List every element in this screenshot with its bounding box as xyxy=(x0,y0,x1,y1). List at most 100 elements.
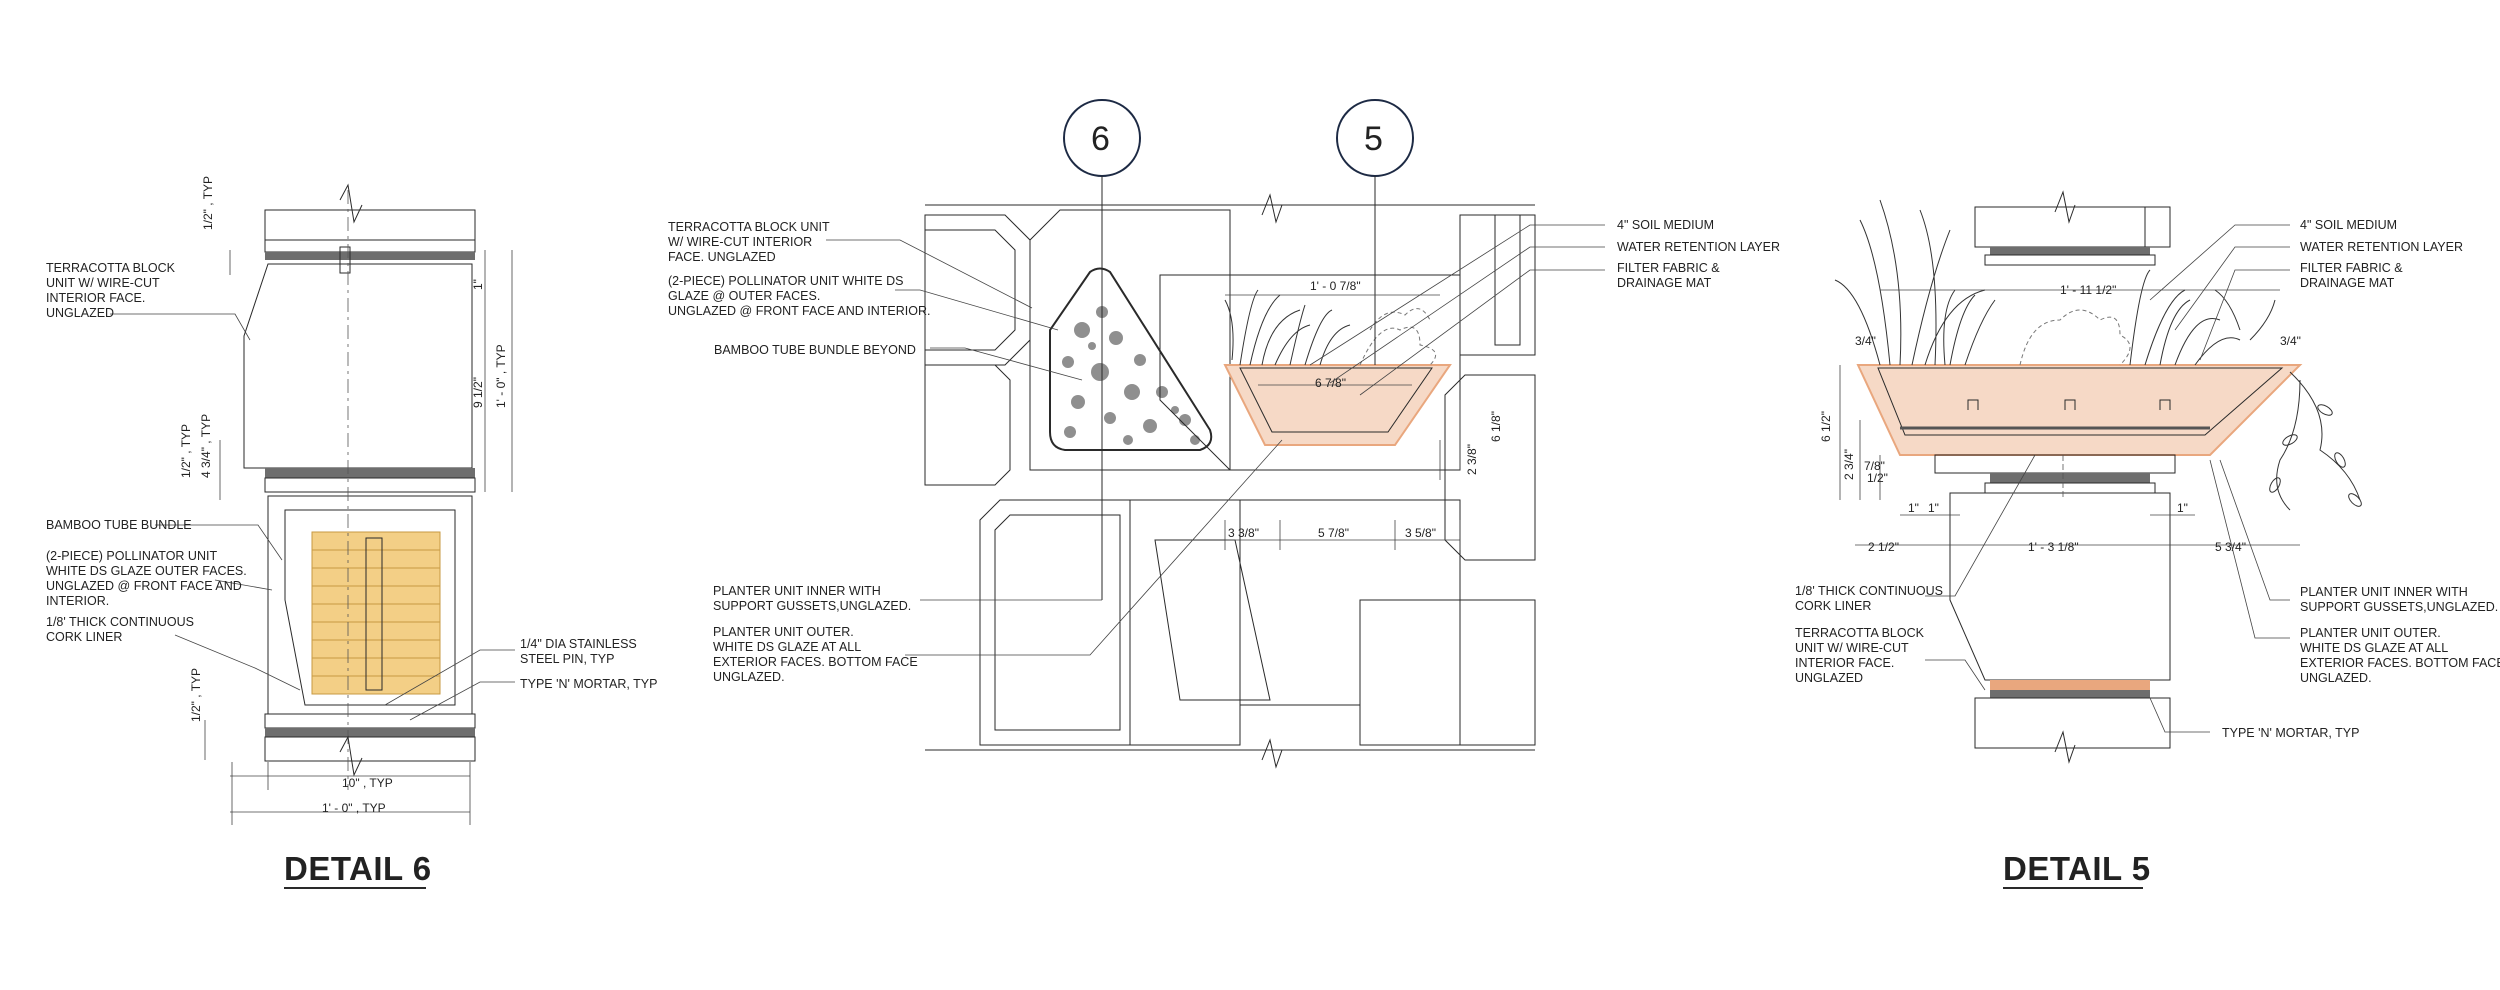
d5-label-tcb-2: UNIT W/ WIRE-CUT xyxy=(1795,641,1909,655)
d5-bot-mortar xyxy=(1990,680,2150,690)
plan-label-tcb-2: W/ WIRE-CUT INTERIOR xyxy=(668,235,812,249)
d6-mid-mortar xyxy=(265,468,475,478)
plan-label-outer-1: PLANTER UNIT OUTER. xyxy=(713,625,854,639)
d5-title: DETAIL 5 xyxy=(2003,850,2151,887)
plan-label-filter-2: DRAINAGE MAT xyxy=(1617,276,1712,290)
d6-dim-9half: 9 1/2" xyxy=(471,377,485,408)
d6-label-tcb-4: UNGLAZED xyxy=(46,306,114,320)
d6-label-bamboo: BAMBOO TUBE BUNDLE xyxy=(46,518,192,532)
d6-label-tcb-3: INTERIOR FACE. xyxy=(46,291,145,305)
plan-label-inner-2: SUPPORT GUSSETS,UNGLAZED. xyxy=(713,599,911,613)
plan-pollinator-cell xyxy=(1029,209,1231,471)
d6-dim-half-bot: 1/2" , TYP xyxy=(189,668,203,722)
plan-label-inner-1: PLANTER UNIT INNER WITH xyxy=(713,584,881,598)
d6-bamboo-lines xyxy=(312,549,440,677)
d5-dim-5-3-4: 5 3/4" xyxy=(2215,540,2246,554)
d6-tcb-body xyxy=(243,263,473,469)
bubble-5-label: 5 xyxy=(1364,120,1383,158)
d6-mid-band xyxy=(264,477,476,493)
d6-label-cork-2: CORK LINER xyxy=(46,630,122,644)
d5-label-cork-1: 1/8' THICK CONTINUOUS xyxy=(1795,584,1943,598)
plan-dim-6-1-8: 6 1/8" xyxy=(1489,411,1503,442)
plan-planter-inner xyxy=(1239,367,1433,433)
d5-label-mortar: TYPE 'N' MORTAR, TYP xyxy=(2222,726,2359,740)
plan-dim-5-7-8: 5 7/8" xyxy=(1318,526,1349,540)
d5-dim-1-11: 1' - 11 1/2" xyxy=(2060,283,2116,297)
d6-dim-1ft-bot: 1' - 0" , TYP xyxy=(322,801,386,815)
d6-bamboo-bundle xyxy=(311,531,441,695)
d6-dim-1: 1" xyxy=(471,279,485,290)
d5-label-water: WATER RETENTION LAYER xyxy=(2300,240,2463,254)
d5-dim-1b: 1" xyxy=(1928,501,1939,515)
d5-tcb-body xyxy=(1949,492,2171,681)
plan-label-tcb-1: TERRACOTTA BLOCK UNIT xyxy=(668,220,830,234)
d5-bot-block xyxy=(1974,697,2171,749)
plan-cell-left-top-inner xyxy=(925,229,1016,351)
plan-leaders xyxy=(826,224,1605,656)
d5-label-filter-1: FILTER FABRIC & xyxy=(2300,261,2403,275)
d6-dim-4-3-4: 4 3/4" , TYP xyxy=(199,414,213,478)
d5-label-tcb-4: UNGLAZED xyxy=(1795,671,1863,685)
d5-cap-band xyxy=(1934,454,2176,474)
d6-label-poll-1: (2-PIECE) POLLINATOR UNIT xyxy=(46,549,217,563)
plan-cell-bottom-left-inner xyxy=(994,514,1121,731)
plan-cell-right-lower xyxy=(1444,374,1536,561)
d5-label-outer-1: PLANTER UNIT OUTER. xyxy=(2300,626,2441,640)
bamboo-tubes xyxy=(1062,306,1200,445)
plan-label-water: WATER RETENTION LAYER xyxy=(1617,240,1780,254)
d5-cap-joint xyxy=(1990,473,2150,483)
d6-bottom-block xyxy=(264,736,476,762)
d6-dim-half-top: 1/2" , TYP xyxy=(201,176,215,230)
plan-terracotta-strip-right xyxy=(1494,214,1521,346)
plan-planter-cell xyxy=(1159,274,1461,471)
d6-top-cap xyxy=(264,209,476,241)
d6-stainless-pin xyxy=(365,537,383,691)
plan-cell-bottom-left xyxy=(979,499,1131,746)
d5-dim-3-4-l: 3/4" xyxy=(1855,334,1876,348)
d6-bottom-band xyxy=(264,713,476,729)
d5-dim-7-8: 7/8" xyxy=(1864,459,1885,473)
d6-label-poll-3: UNGLAZED @ FRONT FACE AND xyxy=(46,579,242,593)
plan-dim-3-3-8: 3 3/8" xyxy=(1228,526,1259,540)
d5-dim-1c: 1" xyxy=(2177,501,2188,515)
d5-label-cork-2: CORK LINER xyxy=(1795,599,1871,613)
plan-label-tcb-3: FACE. UNGLAZED xyxy=(668,250,776,264)
d6-top-joint xyxy=(265,252,475,260)
d5-label-inner-1: PLANTER UNIT INNER WITH xyxy=(2300,585,2468,599)
bubble-6-label: 6 xyxy=(1091,120,1110,158)
plan-cell-left-top xyxy=(924,214,1031,366)
d6-key xyxy=(339,246,351,274)
plan-label-poll-2: GLAZE @ OUTER FACES. xyxy=(668,289,820,303)
d5-gussets xyxy=(1967,399,2171,410)
d5-break-bot xyxy=(2054,730,2076,764)
d5-dim-6-1-2: 6 1/2" xyxy=(1819,411,1833,442)
d5-top-step xyxy=(2144,206,2171,248)
d5-label-filter-2: DRAINAGE MAT xyxy=(2300,276,2395,290)
plan-label-outer-2: WHITE DS GLAZE AT ALL xyxy=(713,640,861,654)
d5-plants xyxy=(1834,199,2276,366)
plan-terracotta-strip-left xyxy=(924,364,1011,486)
d6-dim-half-mid: 1/2" , TYP xyxy=(179,424,193,478)
d6-label-poll-4: INTERIOR. xyxy=(46,594,109,608)
d6-label-tcb-1: TERRACOTTA BLOCK xyxy=(46,261,176,275)
d5-bot-joint xyxy=(1990,690,2150,698)
plan-break-bot xyxy=(1261,738,1283,769)
d5-planter-outer xyxy=(1856,364,2303,456)
plan-cell-bottom-right-inner xyxy=(1359,599,1536,746)
center-plan: 6 5 1' - 0 7/8" 6 7/8" 6 1/8" 2 3/8" 3 3… xyxy=(668,99,1780,769)
plan-label-poll-3: UNGLAZED @ FRONT FACE AND INTERIOR. xyxy=(668,304,931,318)
d5-dim-1a: 1" xyxy=(1908,501,1919,515)
plan-dim-3-5-8: 3 5/8" xyxy=(1405,526,1436,540)
plan-dim-2-3-8: 2 3/8" xyxy=(1465,444,1479,475)
d6-label-cork-1: 1/8' THICK CONTINUOUS xyxy=(46,615,194,629)
d6-label-tcb-2: UNIT W/ WIRE-CUT xyxy=(46,276,160,290)
d6-label-pin-1: 1/4" DIA STAINLESS xyxy=(520,637,637,651)
d5-label-outer-4: UNGLAZED. xyxy=(2300,671,2372,685)
plan-dim-top: 1' - 0 7/8" xyxy=(1310,279,1361,293)
d6-title: DETAIL 6 xyxy=(284,850,432,887)
plan-cell-right xyxy=(1459,214,1536,356)
d6-top-mortar xyxy=(264,239,476,253)
plan-label-bamboo: BAMBOO TUBE BUNDLE BEYOND xyxy=(714,343,916,357)
d5-block-upper xyxy=(1984,254,2156,266)
